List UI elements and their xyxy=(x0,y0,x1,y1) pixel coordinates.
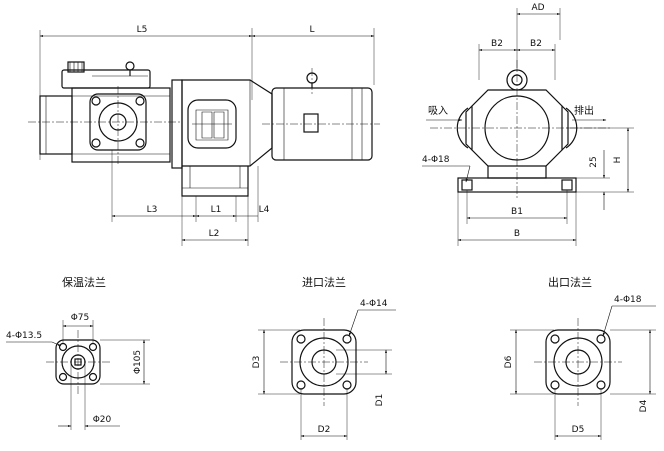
dim-label-L4: L4 xyxy=(259,205,270,215)
dim-end-bolts: 4-Φ18 xyxy=(422,155,471,183)
insulation-bolt-holes-label: 4-Φ13.5 xyxy=(6,331,42,341)
dim-label-B: B xyxy=(514,229,520,239)
inlet-D3-label: D3 xyxy=(252,356,262,369)
motor xyxy=(262,68,380,161)
dim-label-L3: L3 xyxy=(147,205,158,215)
insulation-flange-title: 保温法兰 xyxy=(62,275,106,289)
end-view: AD B2 B2 xyxy=(422,3,634,246)
dim-label-L: L xyxy=(309,25,314,35)
outlet-D6-label: D6 xyxy=(504,355,514,368)
end-bolt-holes-label: 4-Φ18 xyxy=(422,155,450,165)
outlet-flange: 出口法兰 4-Φ18 D6 D4 D5 xyxy=(504,275,656,440)
dim-label-AD: AD xyxy=(531,3,544,13)
dim-label-25: 25 xyxy=(589,156,599,167)
pump-body xyxy=(28,61,180,166)
insulation-d75-label: Φ75 xyxy=(71,313,90,323)
dim-label-B2-left: B2 xyxy=(491,39,503,49)
insulation-d105-label: Φ105 xyxy=(133,350,143,374)
inlet-D2-label: D2 xyxy=(318,425,331,435)
dim-L5-L: L5 L xyxy=(39,25,375,160)
dim-label-L5: L5 xyxy=(137,25,148,35)
dim-label-B1: B1 xyxy=(511,207,523,217)
outlet-flange-title: 出口法兰 xyxy=(548,275,592,289)
dim-B2: B2 B2 xyxy=(478,39,556,80)
inlet-D1-label: D1 xyxy=(375,394,385,407)
dim-label-L2: L2 xyxy=(209,229,220,239)
dim-label-L1: L1 xyxy=(211,205,222,215)
dim-label-H: H xyxy=(613,157,623,164)
insulation-flange: 保温法兰 Φ75 4-Φ13.5 Φ105 Φ20 xyxy=(6,275,150,430)
outlet-D5-label: D5 xyxy=(572,425,585,435)
outlet-label: 排出 xyxy=(574,104,594,117)
dim-bottom-side: L3 L1 L4 L2 xyxy=(111,150,270,246)
dim-B1-B: B1 B xyxy=(457,190,577,246)
end-view-body xyxy=(430,60,610,200)
dim-label-B2-right: B2 xyxy=(530,39,542,49)
dim-AD: AD xyxy=(516,3,561,70)
inlet-label: 吸入 xyxy=(428,106,448,117)
side-view: L5 L xyxy=(28,25,380,246)
outlet-bolt-holes-label: 4-Φ18 xyxy=(614,295,642,305)
insulation-d20-label: Φ20 xyxy=(93,415,112,425)
flow-labels: 吸入 排出 xyxy=(426,104,607,122)
inlet-flange: 进口法兰 4-Φ14 D3 D1 D2 xyxy=(252,275,396,440)
outlet-D4-label: D4 xyxy=(639,399,649,412)
relief-valve xyxy=(61,61,151,89)
coupling-bracket xyxy=(171,79,273,197)
inlet-flange-title: 进口法兰 xyxy=(302,275,346,289)
dim-H: H 25 xyxy=(566,127,634,210)
inlet-bolt-holes-label: 4-Φ14 xyxy=(360,299,388,309)
